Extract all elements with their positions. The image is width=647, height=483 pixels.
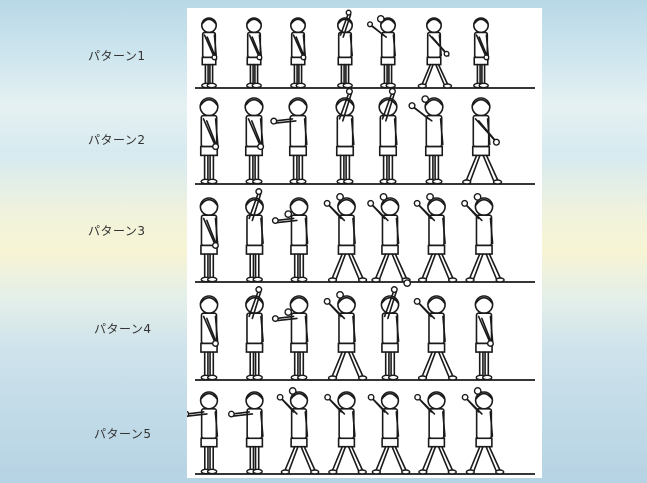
figure-2-4 [335, 87, 355, 185]
ball-2-6 [421, 95, 430, 104]
figure-1-5 [366, 17, 397, 89]
figure-4-4 [323, 295, 368, 381]
figure-5-4 [324, 391, 367, 475]
figure-3-1 [199, 197, 219, 283]
ball-1-5 [376, 14, 385, 23]
ball-5-3 [288, 387, 297, 395]
pattern-label-3: パターン3 [88, 224, 146, 238]
figure-1-4 [337, 9, 354, 89]
figure-2-1 [199, 97, 220, 185]
figure-4-7 [474, 295, 494, 381]
figure-4-5 [380, 286, 400, 381]
figure-1-7 [472, 17, 490, 89]
figure-3-2 [245, 188, 264, 283]
figure-panel [187, 8, 542, 478]
ball-3-7 [473, 193, 482, 201]
throwing-sequence-drawing [187, 9, 535, 475]
figure-5-1 [187, 391, 219, 475]
figure-1-1 [201, 17, 218, 89]
ball-5-7 [473, 387, 482, 395]
figure-5-3 [276, 391, 320, 475]
figure-3-3 [271, 197, 309, 283]
pattern-label-1: パターン1 [88, 49, 146, 63]
ball-3-3 [284, 210, 293, 219]
figure-1-2 [245, 17, 263, 89]
pattern-label-4: パターン4 [94, 322, 152, 336]
figure-2-2 [244, 97, 265, 185]
pattern-label-2: パターン2 [88, 133, 146, 147]
figure-2-5 [378, 87, 398, 185]
figure-2-6 [408, 97, 444, 185]
ball-3-5 [379, 193, 388, 201]
ball-4-4 [336, 291, 344, 299]
figure-1-3 [290, 17, 307, 89]
figure-5-5 [367, 391, 411, 475]
figure-5-6 [414, 391, 457, 475]
ball-3-6 [426, 193, 434, 201]
figure-2-7 [462, 97, 503, 185]
figure-3-6 [413, 197, 458, 283]
figure-5-2 [227, 391, 264, 475]
ball-4-3 [284, 308, 293, 317]
figure-3-7 [461, 197, 505, 283]
pattern-label-5: パターン5 [94, 427, 152, 441]
ball-4-5 [403, 279, 412, 287]
figure-2-3 [270, 97, 308, 185]
figure-4-1 [199, 295, 219, 381]
figure-4-6 [413, 295, 458, 381]
ball-3-4 [336, 193, 344, 201]
figure-3-5 [367, 197, 411, 283]
figure-4-2 [245, 286, 264, 381]
figure-5-7 [461, 391, 505, 475]
figure-4-3 [271, 295, 309, 381]
figure-1-6 [417, 17, 453, 89]
figure-3-4 [323, 197, 368, 283]
